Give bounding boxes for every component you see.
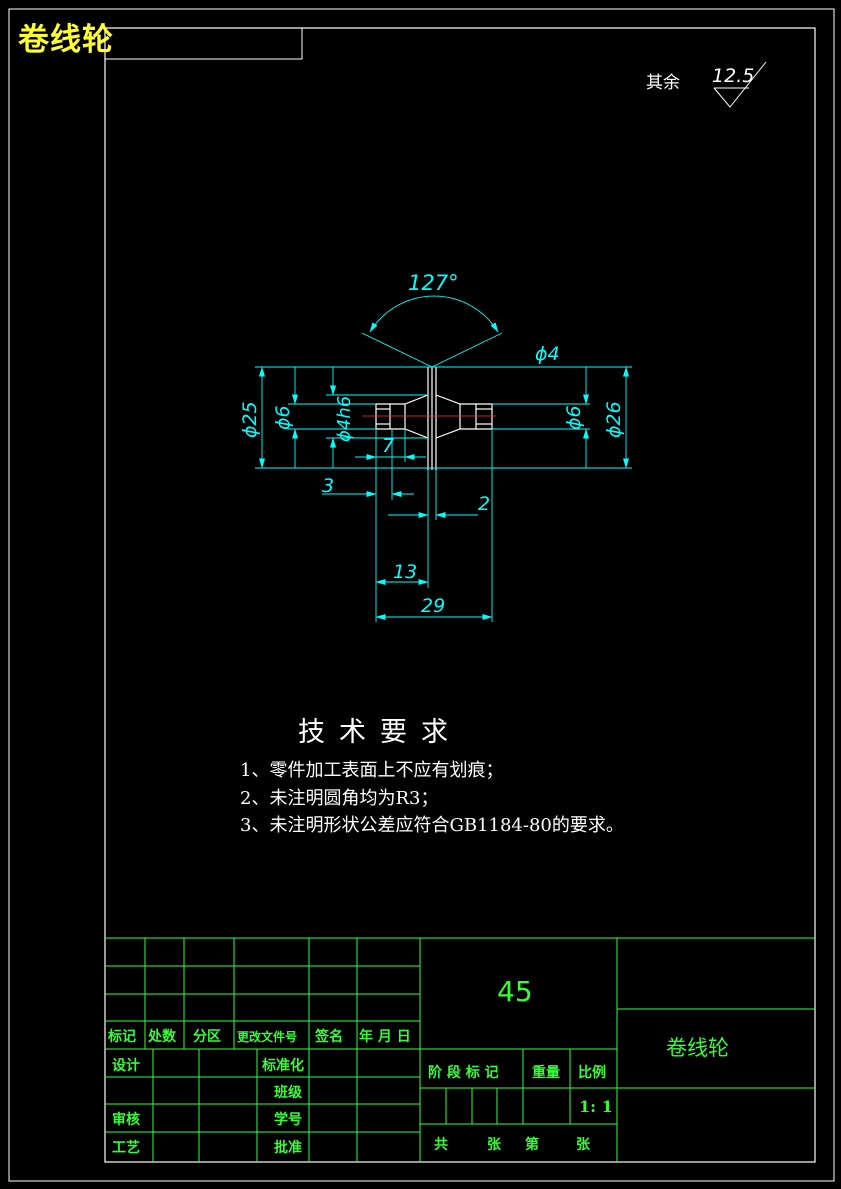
dim-dia-25-label: ϕ25	[239, 401, 261, 438]
tb-material: 45	[497, 975, 533, 1008]
dim-dia-4-label: ϕ4	[535, 343, 560, 365]
tb-stage-mark-label: 阶 段 标 记	[428, 1065, 499, 1081]
tb-process-label: 工艺	[112, 1140, 140, 1156]
dimension-lines	[255, 295, 632, 622]
roughness-label: 其余	[646, 73, 680, 93]
tb-student-id-label: 学号	[274, 1112, 302, 1128]
dim-angle-label: 127°	[408, 271, 459, 295]
roughness-value: 12.5	[712, 65, 754, 87]
tech-requirements-title: 技术要求	[298, 717, 462, 748]
outer-frame	[8, 8, 835, 1182]
dim-len-13-label: 13	[393, 561, 417, 583]
dim-dia-6-left-label: ϕ6	[272, 405, 294, 430]
tb-header-mark: 标记	[108, 1029, 136, 1045]
tb-scale-value: 1: 1	[579, 1097, 613, 1116]
tb-design-label: 设计	[112, 1058, 140, 1074]
tb-scale-label: 比例	[578, 1065, 606, 1081]
tech-requirement-item: 3、未注明形状公差应符合GB1184-80的要求。	[240, 815, 624, 836]
tb-header-zone: 分区	[193, 1029, 221, 1045]
corner-title: 卷线轮	[18, 22, 114, 58]
tb-standardization-label: 标准化	[262, 1058, 304, 1074]
tech-requirement-item: 1、零件加工表面上不应有划痕；	[240, 760, 504, 781]
dim-len-29-label: 29	[421, 595, 445, 617]
dim-len-3-label: 3	[322, 475, 334, 497]
tb-sheet-unit: 张	[487, 1137, 501, 1153]
dim-len-7-label: 7	[382, 435, 394, 457]
roughness-symbol	[713, 61, 767, 108]
tech-requirement-item: 2、未注明圆角均为R3；	[240, 788, 439, 809]
tb-sheet-total: 共	[434, 1137, 448, 1153]
tb-review-label: 审核	[112, 1112, 140, 1128]
tb-sheet-unit: 张	[576, 1137, 590, 1153]
tb-approve-label: 批准	[274, 1140, 302, 1156]
corner-title-box	[105, 28, 303, 60]
dim-dia-6-right-label: ϕ6	[563, 405, 585, 430]
tb-part-name: 卷线轮	[666, 1036, 729, 1060]
tb-class-label: 班级	[274, 1085, 302, 1101]
part-outline	[375, 367, 493, 470]
title-block-grid	[105, 937, 815, 1162]
tb-header-date: 年 月 日	[359, 1029, 411, 1045]
tb-weight-label: 重量	[532, 1065, 560, 1081]
tb-header-count: 处数	[148, 1029, 176, 1045]
tb-sheet-number: 第	[525, 1137, 539, 1153]
tb-header-change-doc: 更改文件号	[237, 1030, 298, 1044]
tb-header-signature: 签名	[315, 1029, 343, 1045]
dim-len-2-label: 2	[478, 493, 490, 515]
dim-dia-26-label: ϕ26	[603, 401, 625, 438]
dim-dia-4h6-label: ϕ4h6	[334, 396, 355, 442]
inner-frame	[104, 27, 816, 1163]
